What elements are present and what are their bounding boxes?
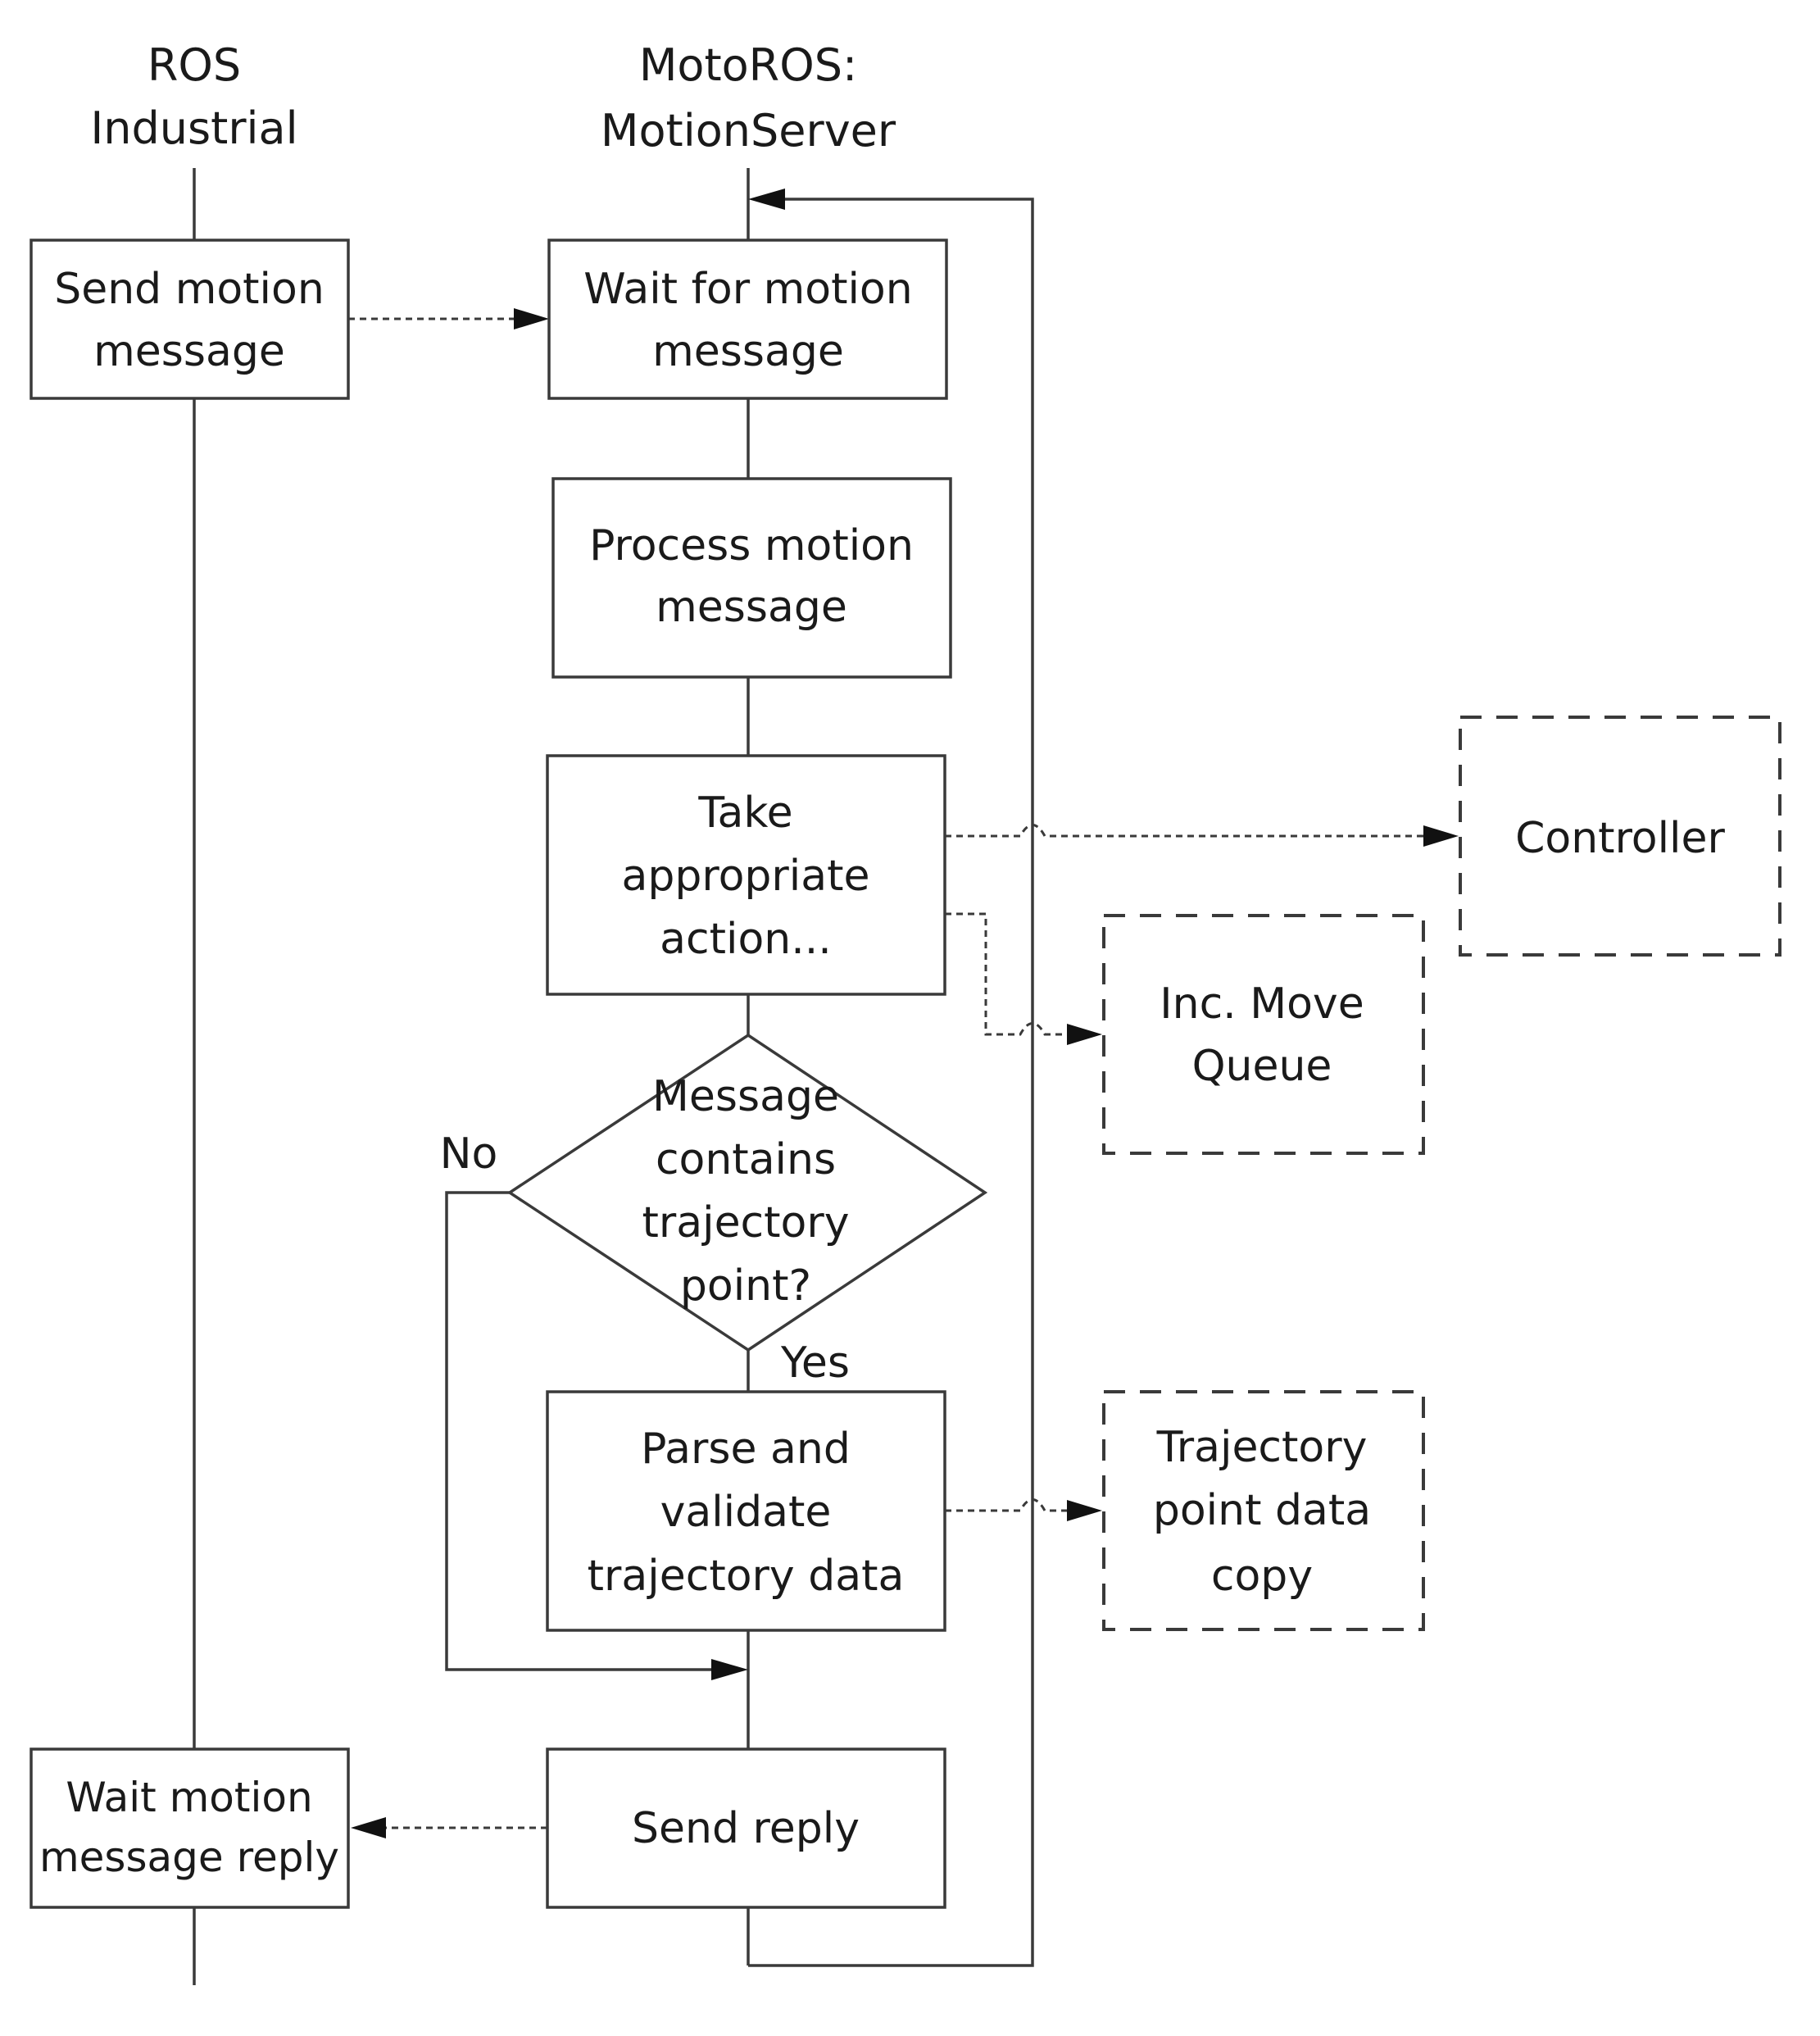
inc-move-queue-box: Inc. Move Queue <box>1102 914 1425 1155</box>
reply-arrowhead <box>351 1817 386 1838</box>
trajectory-point-decision: Message contains trajectory point? <box>506 1033 988 1352</box>
parse-to-copy-connector <box>945 1498 1072 1512</box>
send-reply-box: Send reply <box>546 1747 946 1909</box>
send-motion-message-line2: message <box>93 327 285 376</box>
action-to-queue-connector <box>945 912 1072 1036</box>
send-motion-message-box: Send motion message <box>30 239 350 400</box>
wait-for-motion-message-line2: message <box>652 327 844 376</box>
take-appropriate-action-box: Take appropriate action... <box>546 754 946 996</box>
process-motion-message-line1: Process motion <box>589 521 914 570</box>
lane-title-ros-industrial-line2: Industrial <box>90 102 297 154</box>
inc-move-queue-line1: Inc. Move <box>1160 979 1364 1029</box>
loop-back-line <box>748 198 1034 1967</box>
parse-and-validate-line3: trajectory data <box>588 1552 905 1601</box>
take-appropriate-action-line2: appropriate <box>621 852 869 901</box>
wait-for-motion-message-box: Wait for motion message <box>547 239 948 400</box>
wait-motion-reply-line2: message reply <box>39 1834 339 1881</box>
trajectory-copy-line2: point data <box>1153 1486 1371 1535</box>
action-to-controller-connector <box>945 824 1426 838</box>
controller-label: Controller <box>1515 814 1725 863</box>
controller-box: Controller <box>1459 716 1781 957</box>
lane-title-motoros-line1: MotoROS: <box>639 39 857 91</box>
lane-title-ros-industrial-line1: ROS <box>148 39 241 91</box>
no-branch-line <box>445 1191 721 1671</box>
send-to-wait-arrowhead <box>514 308 549 329</box>
decision-line2: contains <box>656 1135 836 1184</box>
yes-branch-label: Yes <box>780 1338 850 1388</box>
parse-and-validate-line2: validate <box>660 1488 832 1537</box>
wait-motion-reply-line1: Wait motion <box>66 1774 312 1821</box>
take-appropriate-action-line1: Take <box>697 788 792 838</box>
action-to-queue-arrowhead <box>1067 1024 1102 1045</box>
decision-line3: trajectory <box>642 1198 849 1248</box>
send-reply-label: Send reply <box>632 1804 860 1853</box>
loop-back-arrowhead <box>748 189 785 210</box>
trajectory-copy-line3: copy <box>1211 1552 1313 1601</box>
wait-motion-reply-box: Wait motion message reply <box>30 1747 350 1909</box>
inc-move-queue-line2: Queue <box>1192 1042 1332 1091</box>
send-motion-message-line1: Send motion <box>54 265 325 314</box>
process-motion-message-line2: message <box>656 583 847 632</box>
trajectory-copy-line1: Trajectory <box>1156 1423 1368 1472</box>
decision-line4: point? <box>680 1261 811 1311</box>
process-motion-message-box: Process motion message <box>551 477 952 679</box>
wait-for-motion-message-line1: Wait for motion <box>583 265 912 314</box>
no-branch-arrowhead <box>711 1659 748 1680</box>
lane-title-motoros-line2: MotionServer <box>601 105 896 157</box>
decision-line1: Message <box>652 1072 839 1121</box>
parse-to-copy-arrowhead <box>1067 1500 1102 1521</box>
no-branch-label: No <box>440 1129 498 1179</box>
parse-and-validate-line1: Parse and <box>641 1425 851 1474</box>
parse-and-validate-box: Parse and validate trajectory data <box>546 1390 946 1632</box>
action-to-controller-arrowhead <box>1423 825 1459 847</box>
trajectory-point-data-copy-box: Trajectory point data copy <box>1102 1390 1425 1631</box>
take-appropriate-action-line3: action... <box>660 915 832 964</box>
